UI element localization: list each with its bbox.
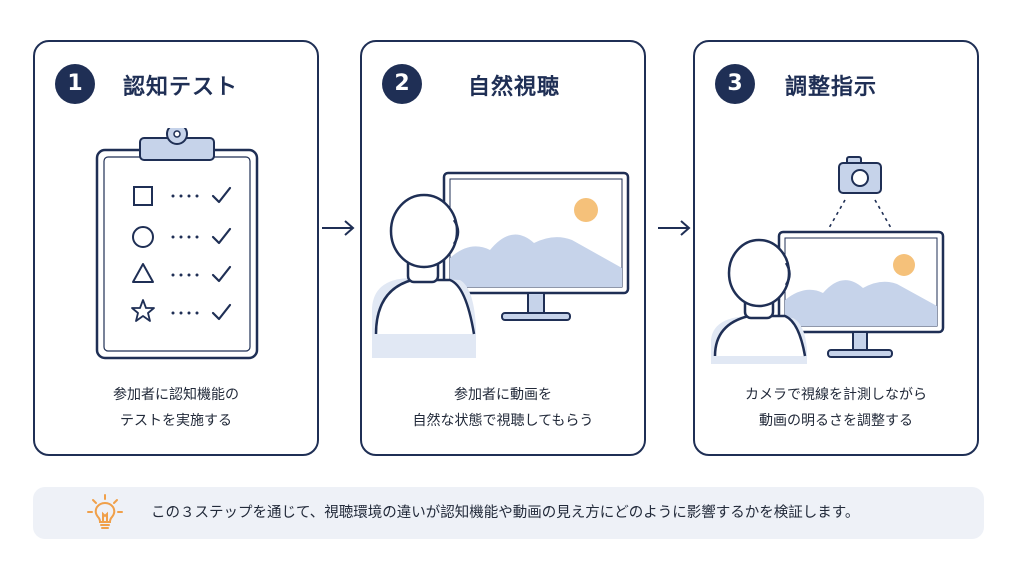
- description-line: テストを実施する: [120, 413, 232, 429]
- person-icon: [372, 193, 476, 358]
- star-icon: [131, 299, 155, 322]
- eye-tracking-illustration: [711, 156, 945, 364]
- description-line: カメラで視線を計測しながら: [745, 387, 927, 403]
- monitor-icon: [442, 171, 630, 321]
- square-icon: [133, 186, 153, 206]
- arrow-right-icon: [658, 220, 691, 236]
- clipboard-icon: [95, 128, 259, 360]
- check-icon: [211, 186, 232, 204]
- step-number-badge: 1: [55, 64, 95, 104]
- check-icon: [211, 303, 232, 321]
- camera-icon: [828, 156, 892, 229]
- person-icon: [711, 238, 807, 364]
- step-description: カメラで視線を計測しながら 動画の明るさを調整する: [695, 382, 977, 434]
- lightbulb-icon: [87, 494, 123, 529]
- description-line: 参加者に認知機能の: [113, 387, 239, 403]
- monitor-icon: [777, 230, 945, 358]
- sun-icon: [893, 254, 915, 276]
- summary-banner: この３ステップを通じて、視聴環境の違いが認知機能や動画の見え方にどのように影響す…: [33, 487, 984, 539]
- viewer-monitor-illustration: [372, 171, 630, 358]
- description-line: 参加者に動画を: [454, 387, 552, 403]
- step-title: 認知テスト: [123, 75, 239, 100]
- step-card-2: 2 自然視聴 参加者に動画を 自然な状態で視聴してもらう: [360, 40, 646, 456]
- step-title: 調整指示: [785, 75, 878, 100]
- check-icon: [211, 227, 232, 245]
- circle-icon: [132, 226, 154, 248]
- arrow-right-icon: [322, 220, 355, 236]
- step-title: 自然視聴: [468, 75, 561, 100]
- clipboard-checklist-illustration: [95, 128, 259, 360]
- step-number-badge: 2: [382, 64, 422, 104]
- description-line: 動画の明るさを調整する: [759, 413, 913, 429]
- step-description: 参加者に動画を 自然な状態で視聴してもらう: [362, 382, 644, 434]
- step-number-badge: 3: [715, 64, 755, 104]
- check-icon: [211, 265, 232, 283]
- step-card-1: 1 認知テスト 参加者に認知機能の テストを実施する: [33, 40, 319, 456]
- triangle-icon: [132, 263, 154, 283]
- step-card-3: 3 調整指示 カメラで視線を計測しながら 動画の明るさを調整する: [693, 40, 979, 456]
- step-description: 参加者に認知機能の テストを実施する: [35, 382, 317, 434]
- dotted-leaders: [171, 194, 199, 315]
- sun-icon: [574, 198, 598, 222]
- description-line: 自然な状態で視聴してもらう: [412, 413, 594, 429]
- summary-text: この３ステップを通じて、視聴環境の違いが認知機能や動画の見え方にどのように影響す…: [151, 505, 860, 521]
